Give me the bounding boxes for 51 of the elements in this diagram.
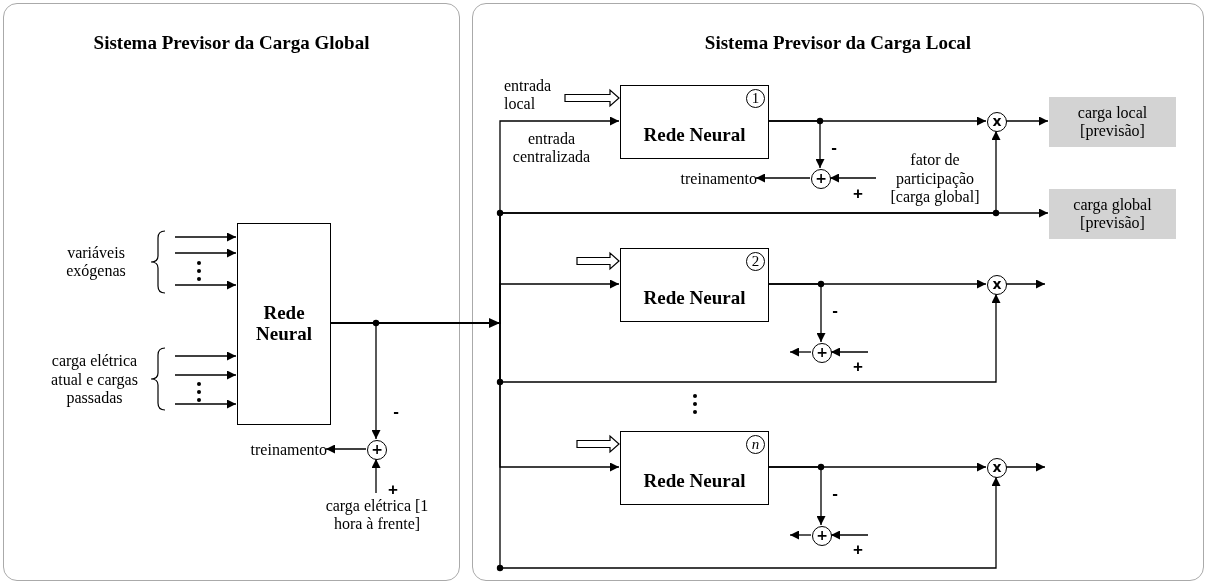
output-box: carga global [previsão] (1049, 189, 1176, 239)
multiplier-junction: x (987, 275, 1007, 295)
summing-junction: + (367, 440, 387, 460)
arrow (174, 248, 237, 258)
block-label: Rede Neural (255, 303, 313, 345)
summing-junction: + (812, 526, 832, 546)
arrow (174, 232, 237, 242)
neural-network-block (620, 248, 769, 322)
arrow (755, 173, 811, 183)
output-box: carga local [previsão] (1049, 97, 1176, 147)
arrow (576, 434, 620, 454)
arrow (371, 458, 381, 494)
arrow (767, 279, 987, 289)
panel (3, 3, 460, 581)
arrow (830, 347, 869, 357)
summing-junction: + (811, 169, 831, 189)
arrow (1005, 116, 1049, 126)
text-label: fator de participação [carga global] (890, 148, 980, 210)
summing-junction: + (812, 343, 832, 363)
neural-network-block (620, 85, 769, 159)
panel-title: Sistema Previsor da Carga Local (703, 32, 973, 54)
arrow (767, 116, 987, 126)
text-label: treinamento (665, 167, 757, 191)
panel (472, 3, 1204, 581)
arrow (174, 351, 237, 361)
arrow (1005, 462, 1046, 472)
text-label: carga elétrica atual e cargas passadas (50, 351, 139, 409)
arrow (789, 530, 812, 540)
multiplier-junction: x (987, 112, 1007, 132)
text-label: variáveis exógenas (65, 242, 127, 282)
neural-network-block (620, 431, 769, 505)
arrow (174, 399, 237, 409)
arrow (576, 251, 620, 271)
arrow (789, 347, 812, 357)
arrow (174, 370, 237, 380)
arrow (564, 88, 620, 108)
text-label: treinamento (251, 438, 327, 462)
block-label: Rede Neural (642, 125, 747, 146)
neural-network-block (237, 223, 331, 425)
arrow (174, 280, 237, 290)
arrow (830, 530, 869, 540)
text-label: entrada centralizada (511, 128, 592, 167)
arrow (829, 173, 877, 183)
block-label: Rede Neural (642, 288, 747, 309)
multiplier-junction: x (987, 458, 1007, 478)
block-label: Rede Neural (642, 471, 747, 492)
arrow (767, 462, 987, 472)
arrow (1005, 279, 1046, 289)
panel-title: Sistema Previsor da Carga Global (92, 32, 371, 54)
text-label: entrada local (504, 73, 566, 117)
arrow (325, 444, 367, 454)
